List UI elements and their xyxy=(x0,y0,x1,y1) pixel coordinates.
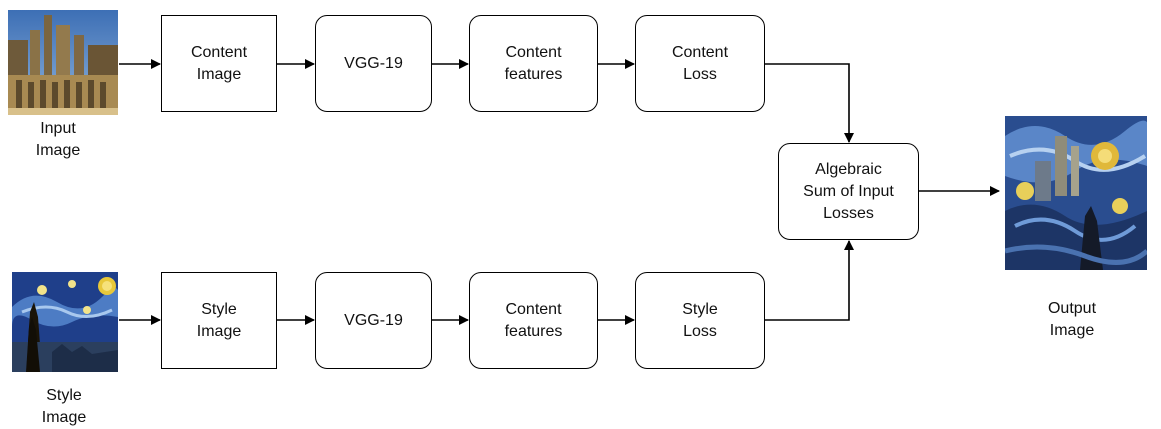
style-image-thumbnail xyxy=(12,272,118,372)
top-vgg19-box: VGG-19 xyxy=(315,15,432,112)
top-content-features-box: Content features xyxy=(469,15,598,112)
arrow-content-loss-to-sum xyxy=(765,63,854,143)
algebraic-sum-box-label: Algebraic Sum of Input Losses xyxy=(803,160,894,222)
content-loss-box-label: Content Loss xyxy=(671,43,729,83)
arrow-style-loss-to-sum xyxy=(765,240,854,321)
style-image-box: Style Image xyxy=(161,272,277,369)
style-image-caption: Style Image xyxy=(41,387,87,426)
algebraic-sum-box: Algebraic Sum of Input Losses xyxy=(778,143,919,240)
bottom-content-features-box-label: Content features xyxy=(504,300,563,340)
top-vgg19-box-label: VGG-19 xyxy=(344,54,403,72)
content-loss-box: Content Loss xyxy=(635,15,765,112)
output-image-caption: Output Image xyxy=(1047,300,1097,339)
input-image-thumbnail xyxy=(8,10,118,115)
top-content-features-box-label: Content features xyxy=(504,43,563,83)
content-image-box: Content Image xyxy=(161,15,277,112)
bottom-vgg19-box: VGG-19 xyxy=(315,272,432,369)
bottom-vgg19-box-label: VGG-19 xyxy=(344,311,403,329)
style-loss-box-label: Style Loss xyxy=(682,300,718,340)
input-image-caption: Input Image xyxy=(35,120,81,159)
bottom-content-features-box: Content features xyxy=(469,272,598,369)
style-image-box-label: Style Image xyxy=(196,300,242,340)
content-image-box-label: Content Image xyxy=(190,43,248,83)
output-image-thumbnail xyxy=(1005,116,1147,270)
style-loss-box: Style Loss xyxy=(635,272,765,369)
